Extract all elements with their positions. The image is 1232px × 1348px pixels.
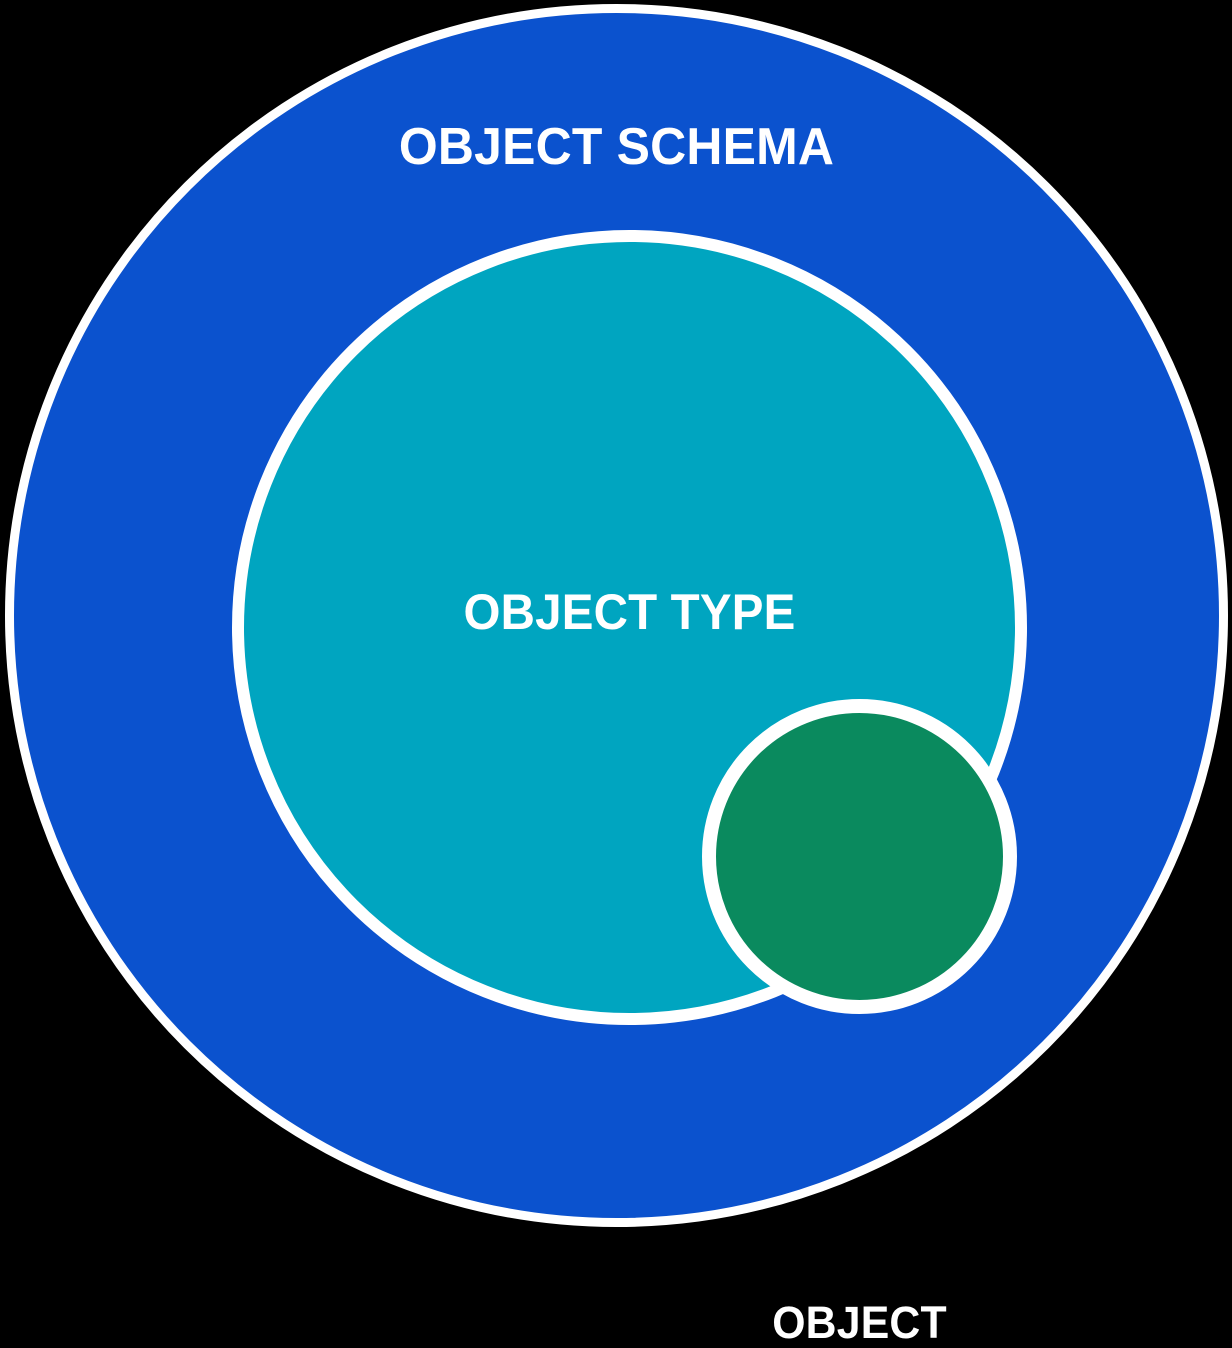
object-schema-label: OBJECT SCHEMA xyxy=(398,118,835,176)
object-label: OBJECT xyxy=(772,1297,947,1348)
object-schema-circle[interactable]: OBJECT SCHEMA OBJECT TYPE OBJECT xyxy=(5,4,1228,1345)
object-type-circle[interactable]: OBJECT TYPE OBJECT xyxy=(232,230,1027,1345)
concentric-circles-diagram: OBJECT SCHEMA OBJECT TYPE OBJECT xyxy=(5,4,1228,1345)
object-type-label: OBJECT TYPE xyxy=(463,584,796,640)
object-circle[interactable]: OBJECT xyxy=(702,699,1017,1345)
